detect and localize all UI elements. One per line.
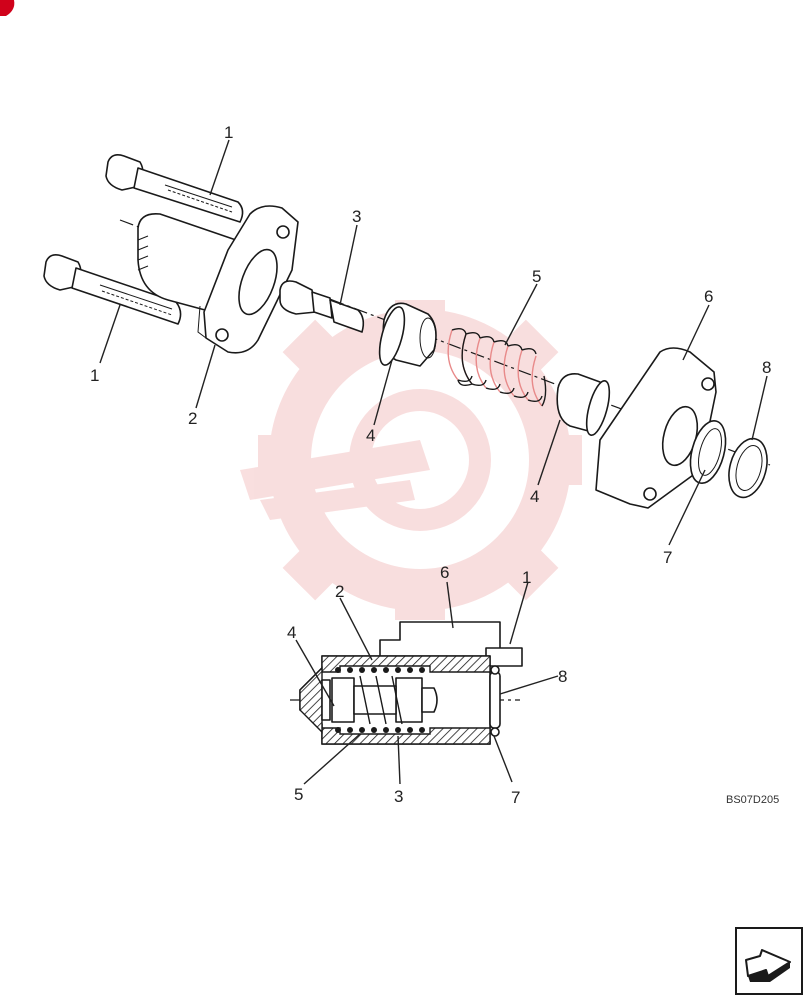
callout-6: 6 [704, 287, 713, 306]
cap-screw-upper [105, 154, 244, 223]
callout-7: 7 [663, 548, 672, 567]
corner-mark-icon [0, 0, 15, 16]
section-callout-6: 6 [440, 563, 449, 582]
piston [279, 280, 365, 333]
section-callout-5: 5 [294, 785, 303, 804]
callout-5: 5 [532, 267, 541, 286]
next-page-arrow-icon [745, 949, 791, 982]
section-callout-1: 1 [522, 568, 531, 587]
section-callout-4: 4 [287, 623, 296, 642]
exploded-leaders [99, 139, 768, 546]
section-callout-3: 3 [394, 787, 403, 806]
section-labels: 6 1 2 4 8 5 3 7 [287, 563, 567, 807]
callout-1-upper: 1 [224, 123, 233, 142]
section-callout-7: 7 [511, 788, 520, 807]
end-cover [595, 347, 717, 509]
next-page-button[interactable] [735, 927, 803, 995]
section-callout-8: 8 [558, 667, 567, 686]
relief-valve-housing [137, 205, 299, 354]
section-view [290, 621, 523, 745]
exploded-labels: 1 3 5 6 8 1 2 4 4 7 [90, 123, 771, 567]
spring-seat-right [556, 372, 611, 436]
callout-4-left: 4 [366, 426, 375, 445]
callout-4-right: 4 [530, 487, 539, 506]
callout-8: 8 [762, 358, 771, 377]
callout-3: 3 [352, 207, 361, 226]
o-ring-small [728, 437, 768, 499]
cap-screw-lower [43, 254, 182, 325]
o-ring-large [689, 420, 727, 484]
figure-code: BS07D205 [726, 794, 779, 806]
spring [447, 327, 547, 407]
section-leaders [295, 581, 559, 785]
section-callout-2: 2 [335, 582, 344, 601]
spring-seat-left [378, 302, 437, 367]
callout-1-lower: 1 [90, 366, 99, 385]
callout-2: 2 [188, 409, 197, 428]
